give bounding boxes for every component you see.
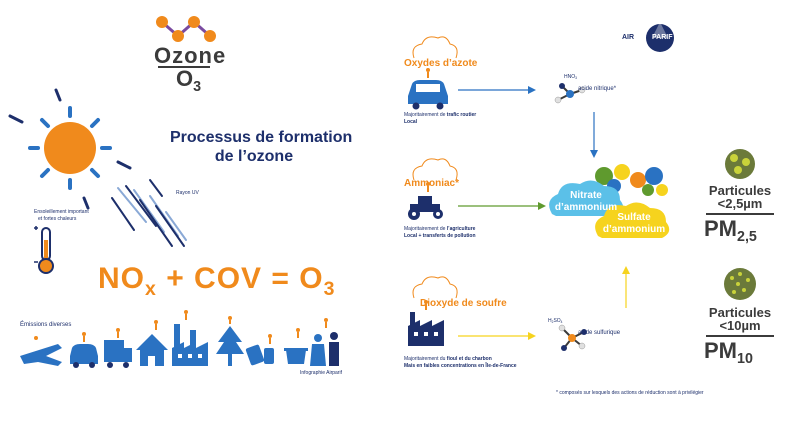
pm25-line1: Particules bbox=[708, 183, 772, 198]
house-icon bbox=[136, 320, 168, 366]
cloud-icon bbox=[412, 36, 458, 299]
source-scope: Mais en faibles concentrations en Île-de… bbox=[404, 363, 517, 369]
ozone-word: Ozone bbox=[154, 43, 227, 68]
pm10-label: Particules <10µm bbox=[700, 306, 780, 332]
uv-rays-icon bbox=[111, 179, 187, 247]
nitrate-line2: d’ammonium bbox=[554, 202, 618, 213]
credit: Infographie Airparif bbox=[300, 370, 342, 376]
pm10-line1: Particules bbox=[708, 305, 772, 320]
truck-icon bbox=[104, 328, 132, 368]
ozone-formula: O3 bbox=[176, 66, 202, 95]
tractor-icon bbox=[408, 182, 443, 220]
equation: NOx + COV = O3 bbox=[98, 262, 336, 300]
hno3-formula: HNO3 bbox=[564, 74, 577, 81]
tree-icon bbox=[216, 316, 244, 366]
sun-icon bbox=[8, 88, 132, 210]
pm25-label: Particules <2,5µm bbox=[700, 184, 780, 210]
footnote: * composés sur lesquels des actions de r… bbox=[556, 390, 704, 396]
source-scope: Local + transferts de pollution bbox=[404, 233, 476, 239]
car-icon bbox=[70, 332, 98, 368]
source-desc: Majoritairement de trafic routier bbox=[404, 112, 476, 118]
source-name: Oxydes d’azote bbox=[404, 58, 478, 69]
sulfate-line1: Sulfate bbox=[617, 212, 651, 223]
pm10-line2: <10µm bbox=[719, 318, 761, 333]
source-desc-bold: fioul et du charbon bbox=[446, 356, 492, 362]
hno3-name: acide nitrique* bbox=[578, 86, 617, 92]
source-desc-bold: trafic routier bbox=[446, 112, 477, 118]
paint-can-icon bbox=[245, 334, 274, 366]
pm10-pm: PM bbox=[704, 338, 737, 363]
particle-icon bbox=[725, 149, 755, 179]
sunshine-label-1: Ensoleillement important bbox=[34, 209, 89, 215]
pm25-symbol: PM2,5 bbox=[704, 216, 757, 245]
h2so4-name: acide sulfurique bbox=[578, 330, 621, 336]
source-desc: Majoritairement de l’agriculture bbox=[404, 226, 475, 232]
people-icon bbox=[310, 318, 339, 366]
pm10-sub: 10 bbox=[737, 350, 753, 367]
sulfate-line2: d’ammonium bbox=[602, 224, 666, 235]
pm25-line2: <2,5µm bbox=[717, 196, 763, 211]
source-scope: Local bbox=[404, 119, 418, 125]
particle-cluster bbox=[549, 164, 670, 238]
brand-suffix: PARIF bbox=[652, 34, 673, 41]
factory-icon bbox=[172, 310, 208, 366]
uv-label: Rayon UV bbox=[176, 190, 199, 196]
thermometer-icon bbox=[34, 226, 54, 274]
source-desc: Majoritairement du fioul et du charbon bbox=[404, 356, 492, 362]
h2so4-formula: H2SO4 bbox=[548, 318, 563, 325]
car-icon bbox=[408, 68, 448, 110]
source-name: Ammoniac* bbox=[404, 178, 460, 189]
pm25-sub: 2,5 bbox=[737, 228, 757, 245]
source-desc-prefix: Majoritairement de bbox=[404, 112, 447, 118]
plane-icon bbox=[20, 336, 62, 366]
ozone-molecule-icon bbox=[156, 16, 216, 42]
source-name: Dioxyde de soufre bbox=[420, 298, 507, 309]
source-desc-prefix: Majoritairement de bbox=[404, 226, 447, 232]
nitrate-label: Nitrate d’ammonium bbox=[552, 190, 620, 214]
sulfate-label: Sulfate d’ammonium bbox=[600, 212, 668, 236]
factory-icon bbox=[408, 300, 444, 346]
airparif-logo bbox=[646, 22, 674, 52]
pot-icon bbox=[284, 328, 308, 364]
arrows bbox=[458, 86, 630, 340]
molecule-icon bbox=[554, 83, 586, 104]
source-desc-bold: l’agriculture bbox=[446, 226, 476, 232]
source-desc-prefix: Majoritairement du bbox=[404, 356, 447, 362]
brand-prefix: AIR bbox=[622, 34, 635, 41]
page-title: Processus de formation de l’ozone bbox=[170, 128, 353, 166]
sunshine-label-2: et fortes chaleurs bbox=[38, 216, 77, 222]
emissions-label: Émissions diverses bbox=[20, 322, 72, 328]
title-line2: de l’ozone bbox=[214, 148, 294, 165]
molecule-icon bbox=[558, 324, 587, 351]
nitrate-line1: Nitrate bbox=[570, 190, 602, 201]
pm10-symbol: PM10 bbox=[704, 338, 753, 367]
pm25-pm: PM bbox=[704, 216, 737, 241]
particle-icon bbox=[724, 268, 756, 300]
title-line1: Processus de formation bbox=[170, 129, 353, 146]
